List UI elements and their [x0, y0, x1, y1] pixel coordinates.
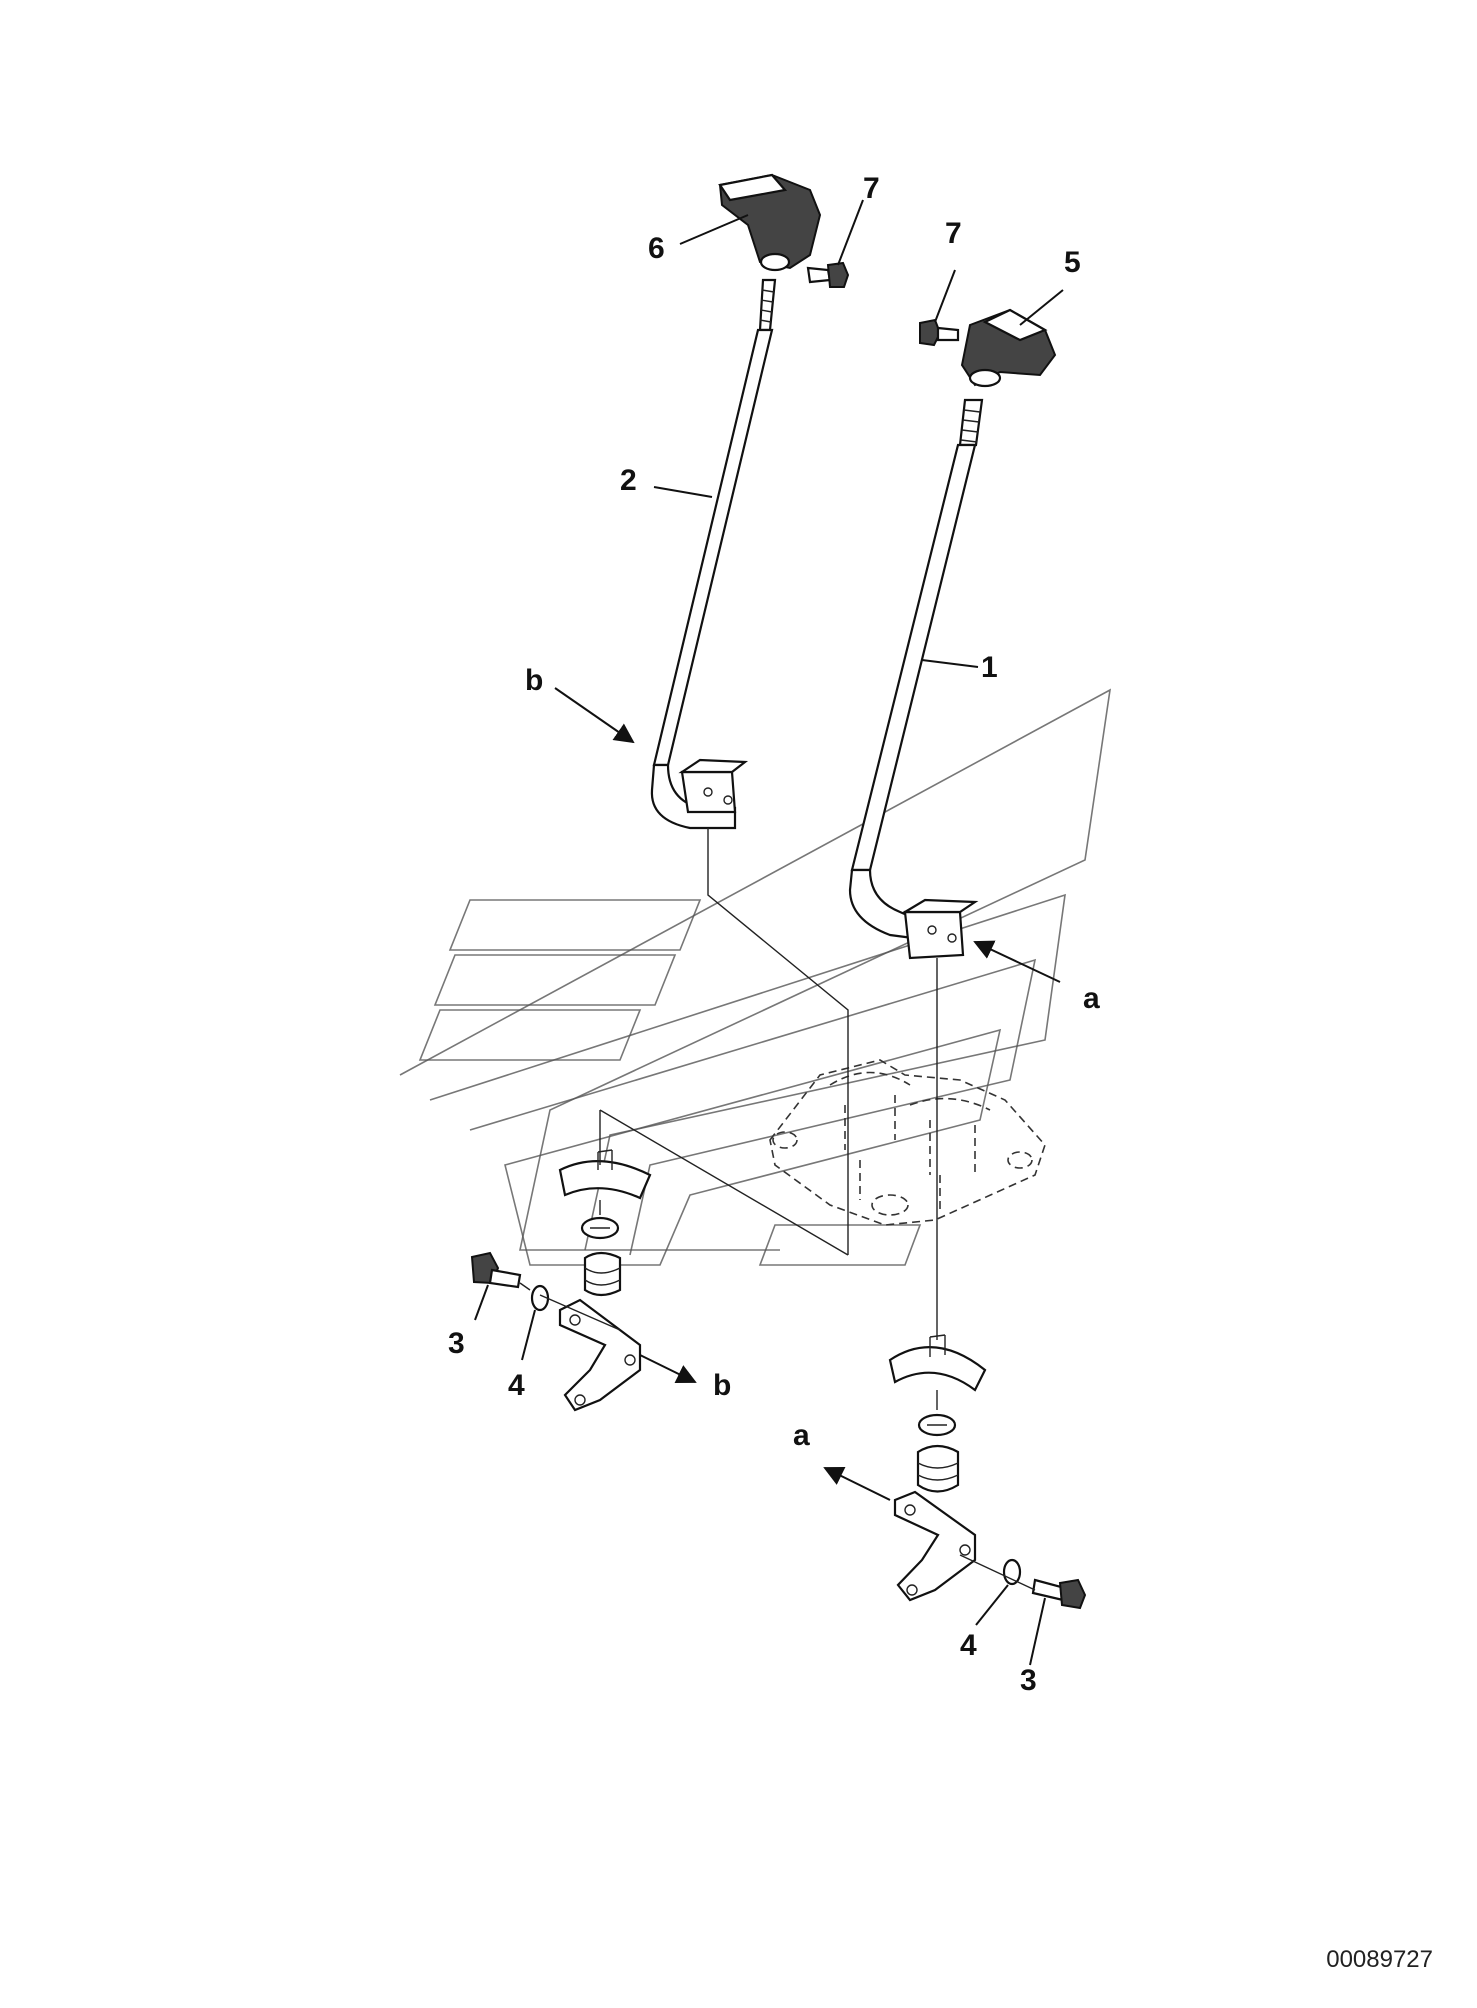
knob-6 — [718, 173, 822, 272]
callout-4-left: 4 — [508, 1369, 525, 1402]
callout-4-right: 4 — [960, 1629, 977, 1662]
callout-7-lower: 7 — [945, 217, 962, 250]
bolt-7-lower — [919, 318, 960, 347]
lever-2-threaded-tip — [758, 278, 777, 332]
callout-3-left: 3 — [448, 1327, 465, 1360]
callout-6: 6 — [648, 232, 665, 265]
label-b-upper: b — [525, 664, 543, 697]
left-spring — [583, 1251, 622, 1297]
control-console-base — [769, 1059, 1046, 1226]
arrow-b-upper — [554, 687, 635, 744]
knob-5 — [960, 308, 1057, 388]
lever-2 — [650, 278, 777, 830]
right-spring — [916, 1444, 960, 1493]
callout-2: 2 — [620, 464, 637, 497]
bolt-3-left — [470, 1251, 522, 1289]
arrow-b-lower — [639, 1354, 697, 1384]
callout-3-right: 3 — [1020, 1664, 1037, 1697]
label-b-lower: b — [713, 1369, 731, 1402]
arrow-a-lower — [823, 1466, 891, 1501]
left-guide-plate — [558, 1160, 652, 1200]
assembly-lines — [519, 828, 1036, 1591]
leader-lines — [474, 199, 1064, 1666]
label-a-upper: a — [1083, 982, 1100, 1015]
watermark-logo — [399, 688, 1112, 1266]
lever-1 — [848, 398, 984, 960]
right-link-plate — [893, 1490, 977, 1602]
callout-1: 1 — [981, 651, 998, 684]
callout-7-upper: 7 — [863, 172, 880, 205]
lever-2-bracket — [680, 770, 737, 814]
document-number: 00089727 — [1326, 1946, 1433, 1973]
callout-labels: 1 2 3 3 4 4 5 6 7 7 a a b b — [448, 172, 1100, 1697]
callout-5: 5 — [1064, 246, 1081, 279]
arrow-a-upper — [973, 940, 1061, 983]
washer-4-right — [1002, 1558, 1022, 1586]
right-lower-assembly — [888, 1334, 987, 1602]
reference-arrows — [554, 687, 1061, 1501]
label-a-lower: a — [793, 1419, 810, 1452]
left-lower-assembly — [558, 1149, 652, 1412]
bolt-7-upper — [806, 261, 850, 288]
right-guide-plate — [888, 1346, 987, 1392]
bolt-3-right — [1031, 1578, 1087, 1610]
